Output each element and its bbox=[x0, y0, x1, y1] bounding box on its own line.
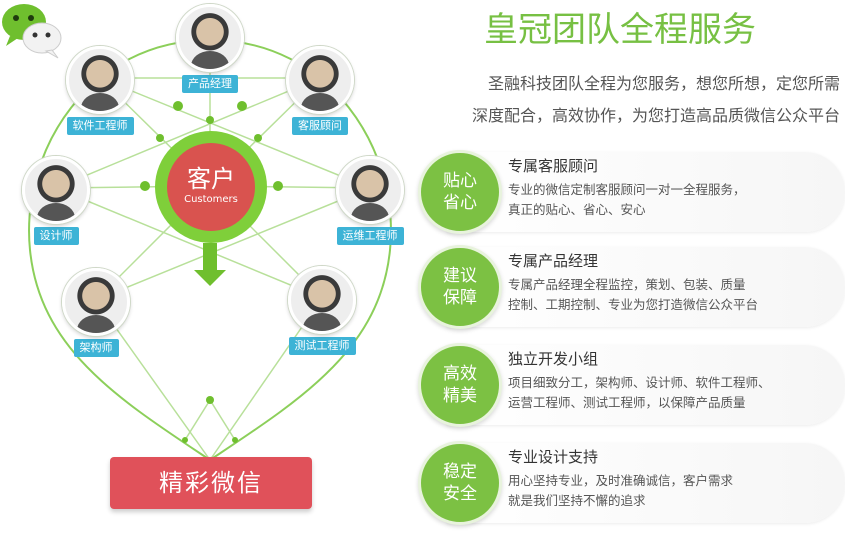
avatar bbox=[286, 46, 354, 114]
feature-badge: 高效精美 bbox=[418, 343, 502, 427]
role-tag: 运维工程师 bbox=[336, 227, 404, 245]
badge-line-2: 精美 bbox=[443, 386, 477, 406]
desc-line-1: 专属产品经理全程监控，策划、包装、质量 bbox=[508, 277, 746, 292]
desc-line-1: 专业的微信定制客服顾问一对一全程服务， bbox=[508, 182, 746, 197]
feature-title: 独立开发小组 bbox=[508, 350, 599, 368]
feature-badge: 稳定安全 bbox=[418, 441, 502, 525]
member-software-engineer: 软件工程师 bbox=[55, 46, 145, 135]
desc-line-2: 运营工程师、测试工程师，以保障产品质量 bbox=[508, 395, 746, 410]
feature-bg bbox=[447, 152, 845, 232]
bottom-banner: 精彩微信 bbox=[110, 457, 312, 509]
member-customer-service: 客服顾问 bbox=[275, 46, 365, 135]
role-tag: 产品经理 bbox=[182, 75, 238, 93]
intro-text: 圣融科技团队全程为您服务，想您所想，定您所需 深度配合，高效协作，为您打造高品质… bbox=[400, 68, 840, 132]
badge-line-2: 安全 bbox=[443, 484, 477, 504]
avatar bbox=[288, 266, 356, 334]
avatar bbox=[66, 46, 134, 114]
badge-line-2: 保障 bbox=[443, 288, 477, 308]
feature-desc: 用心坚持专业，及时准确诚信，客户需求 就是我们坚持不懈的追求 bbox=[508, 471, 808, 511]
role-tag: 设计师 bbox=[33, 227, 79, 245]
feature-dev-team: 高效精美 独立开发小组 项目细致分工，架构师、设计师、软件工程师、 运营工程师、… bbox=[412, 343, 845, 427]
feature-title: 专业设计支持 bbox=[508, 448, 599, 466]
feature-title: 专属产品经理 bbox=[508, 252, 599, 270]
feature-bg bbox=[447, 443, 845, 523]
member-designer: 设计师 bbox=[11, 156, 101, 245]
role-tag: 客服顾问 bbox=[292, 117, 348, 135]
desc-line-1: 用心坚持专业，及时准确诚信，客户需求 bbox=[508, 473, 734, 488]
desc-line-2: 就是我们坚持不懈的追求 bbox=[508, 493, 646, 508]
feature-product-manager: 建议保障 专属产品经理 专属产品经理全程监控，策划、包装、质量 控制、工期控制、… bbox=[412, 245, 845, 329]
avatar bbox=[62, 268, 130, 336]
member-product-manager: 产品经理 bbox=[165, 4, 255, 93]
wechat-icon bbox=[2, 4, 62, 59]
feature-badge: 建议保障 bbox=[418, 245, 502, 329]
desc-line-1: 项目细致分工，架构师、设计师、软件工程师、 bbox=[508, 375, 771, 390]
badge-line-2: 省心 bbox=[443, 193, 477, 213]
page-title: 皇冠团队全程服务 bbox=[484, 10, 756, 50]
customer-node-inner: 客户 Customers bbox=[167, 143, 255, 231]
badge-line-1: 建议 bbox=[443, 266, 477, 286]
role-tag: 软件工程师 bbox=[66, 117, 134, 135]
customer-label-cn: 客户 bbox=[187, 165, 235, 193]
customer-label-en: Customers bbox=[184, 194, 238, 205]
down-arrow-icon bbox=[203, 243, 217, 273]
intro-line-2: 深度配合，高效协作，为您打造高品质微信公众平台 bbox=[471, 106, 840, 125]
avatar bbox=[176, 4, 244, 72]
feature-desc: 专业的微信定制客服顾问一对一全程服务， 真正的贴心、省心、安心 bbox=[508, 180, 808, 220]
member-ops-engineer: 运维工程师 bbox=[325, 156, 415, 245]
avatar bbox=[336, 156, 404, 224]
desc-line-2: 真正的贴心、省心、安心 bbox=[508, 202, 646, 217]
role-tag: 架构师 bbox=[73, 339, 119, 357]
feature-bg bbox=[447, 345, 845, 425]
feature-desc: 项目细致分工，架构师、设计师、软件工程师、 运营工程师、测试工程师，以保障产品质… bbox=[508, 373, 808, 413]
badge-line-1: 贴心 bbox=[443, 171, 477, 191]
feature-customer-service: 贴心省心 专属客服顾问 专业的微信定制客服顾问一对一全程服务， 真正的贴心、省心… bbox=[412, 150, 845, 234]
feature-title: 专属客服顾问 bbox=[508, 157, 599, 175]
member-architect: 架构师 bbox=[51, 268, 141, 357]
feature-bg bbox=[447, 247, 845, 327]
member-test-engineer: 测试工程师 bbox=[277, 266, 367, 355]
feature-design-support: 稳定安全 专业设计支持 用心坚持专业，及时准确诚信，客户需求 就是我们坚持不懈的… bbox=[412, 441, 845, 525]
badge-line-1: 稳定 bbox=[443, 462, 477, 482]
role-tag: 测试工程师 bbox=[288, 337, 356, 355]
team-diagram: 产品经理 客服顾问 运维工程师 测试工程师 架构师 设计师 软件工程师 客户 C… bbox=[0, 0, 420, 554]
arrow-head-icon bbox=[194, 270, 226, 286]
intro-line-1: 圣融科技团队全程为您服务，想您所想，定您所需 bbox=[487, 74, 840, 93]
badge-line-1: 高效 bbox=[443, 364, 477, 384]
desc-line-2: 控制、工期控制、专业为您打造微信公众平台 bbox=[508, 297, 759, 312]
feature-desc: 专属产品经理全程监控，策划、包装、质量 控制、工期控制、专业为您打造微信公众平台 bbox=[508, 275, 808, 315]
customer-node: 客户 Customers bbox=[155, 131, 267, 243]
feature-badge: 贴心省心 bbox=[418, 150, 502, 234]
avatar bbox=[22, 156, 90, 224]
